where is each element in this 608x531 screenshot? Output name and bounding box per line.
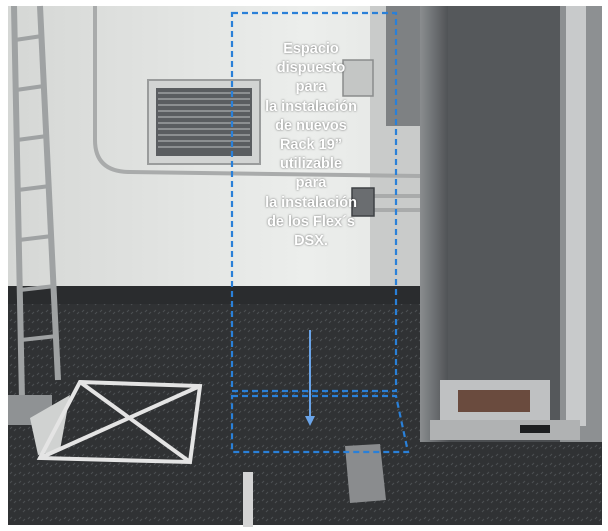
air-vent bbox=[147, 79, 261, 165]
ladder-base bbox=[8, 395, 70, 455]
floor-tape-marking bbox=[36, 379, 203, 465]
caption-line: dispuesto bbox=[276, 60, 346, 77]
caption-line: la instalación bbox=[265, 98, 357, 115]
annotation-footprint-box bbox=[230, 394, 410, 454]
caption-line: DSX. bbox=[294, 233, 328, 250]
annotation-caption: Espacio dispuesto para la instalación de… bbox=[236, 40, 386, 251]
caption-line: de los Flex´s bbox=[267, 213, 355, 230]
caption-line: para bbox=[295, 79, 327, 96]
rack-cabinet bbox=[420, 6, 602, 442]
caption-line: Rack 19” bbox=[279, 137, 343, 154]
caption-line: Espacio bbox=[283, 41, 339, 57]
caption-line: de nuevos bbox=[275, 117, 347, 134]
caption-line: la instalación bbox=[265, 194, 357, 211]
ladder bbox=[11, 5, 61, 401]
annotation-arrow bbox=[305, 330, 315, 426]
caption-line: utilizable bbox=[279, 156, 343, 173]
caption-line: para bbox=[295, 175, 327, 192]
floor-plate bbox=[243, 444, 386, 527]
annotation-rack-space-box bbox=[230, 11, 398, 393]
